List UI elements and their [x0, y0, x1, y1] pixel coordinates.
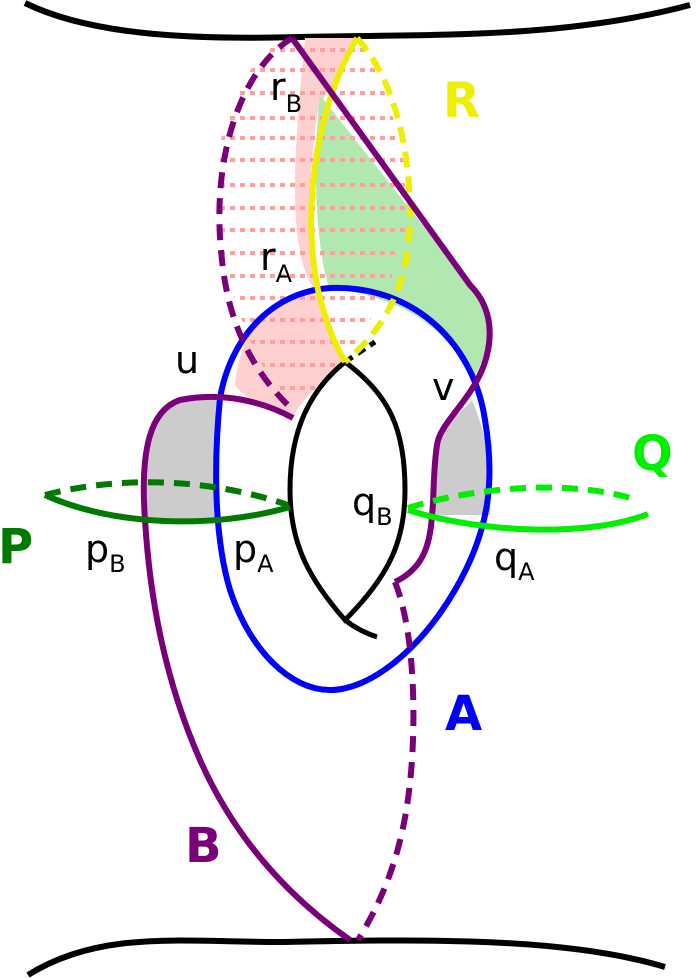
curve-B-dashed-upper [216, 35, 296, 413]
label-r-B: rB [270, 65, 302, 118]
curve-R-dashed [343, 35, 414, 365]
label-q-B: qB [352, 480, 393, 531]
label-r-A: rA [260, 235, 293, 288]
lens-tail-bottom [343, 618, 378, 640]
curve-B-dashed-lower [355, 580, 417, 942]
label-R: R [443, 73, 480, 129]
curve-R-solid [308, 36, 360, 364]
curve-P-dashed [44, 479, 289, 508]
label-p-A: pA [233, 527, 274, 578]
label-P: P [0, 519, 33, 575]
pink-region-top [305, 38, 358, 95]
label-Q: Q [632, 426, 673, 482]
bottom-boundary [26, 937, 666, 978]
green-region [315, 95, 490, 378]
label-v: v [432, 365, 455, 409]
curve-B-solid-upper [289, 36, 493, 585]
label-q-A: qA [494, 535, 535, 586]
lens-hole [287, 358, 408, 624]
label-u: u [175, 338, 199, 382]
top-boundary [23, 0, 691, 41]
curve-B-solid-left [140, 393, 352, 943]
label-p-B: pB [85, 527, 126, 578]
label-A: A [445, 686, 482, 742]
curve-P-solid [43, 492, 291, 525]
curve-Q-solid [407, 507, 650, 533]
curve-Q-dashed [407, 484, 638, 511]
label-B: B [185, 818, 222, 874]
grey-region-left [145, 398, 220, 522]
